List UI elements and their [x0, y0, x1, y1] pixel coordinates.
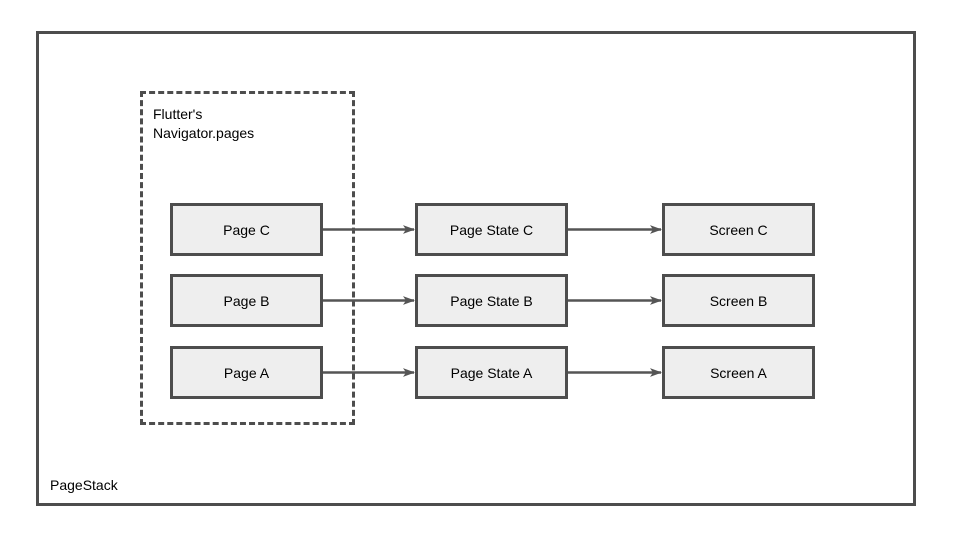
- node-screen-c-label: Screen C: [709, 221, 768, 238]
- node-page-b[interactable]: Page B: [170, 274, 323, 327]
- node-page-state-a-label: Page State A: [450, 364, 533, 381]
- node-page-state-c[interactable]: Page State C: [415, 203, 568, 256]
- node-screen-b-label: Screen B: [709, 292, 768, 309]
- node-page-c-label: Page C: [223, 221, 270, 238]
- node-page-state-b[interactable]: Page State B: [415, 274, 568, 327]
- node-page-state-a[interactable]: Page State A: [415, 346, 568, 399]
- pagestack-label: PageStack: [50, 477, 118, 493]
- node-page-c[interactable]: Page C: [170, 203, 323, 256]
- node-page-state-b-label: Page State B: [450, 292, 533, 309]
- node-page-state-c-label: Page State C: [449, 221, 534, 238]
- node-screen-a[interactable]: Screen A: [662, 346, 815, 399]
- navigator-pages-group-label: Flutter's Navigator.pages: [153, 106, 255, 141]
- pagestack-container: [36, 31, 916, 506]
- node-screen-b[interactable]: Screen B: [662, 274, 815, 327]
- navigator-pages-group: [140, 91, 355, 425]
- node-page-a[interactable]: Page A: [170, 346, 323, 399]
- node-page-b-label: Page B: [223, 292, 270, 309]
- node-page-a-label: Page A: [223, 364, 270, 381]
- node-screen-a-label: Screen A: [710, 364, 767, 381]
- node-screen-c[interactable]: Screen C: [662, 203, 815, 256]
